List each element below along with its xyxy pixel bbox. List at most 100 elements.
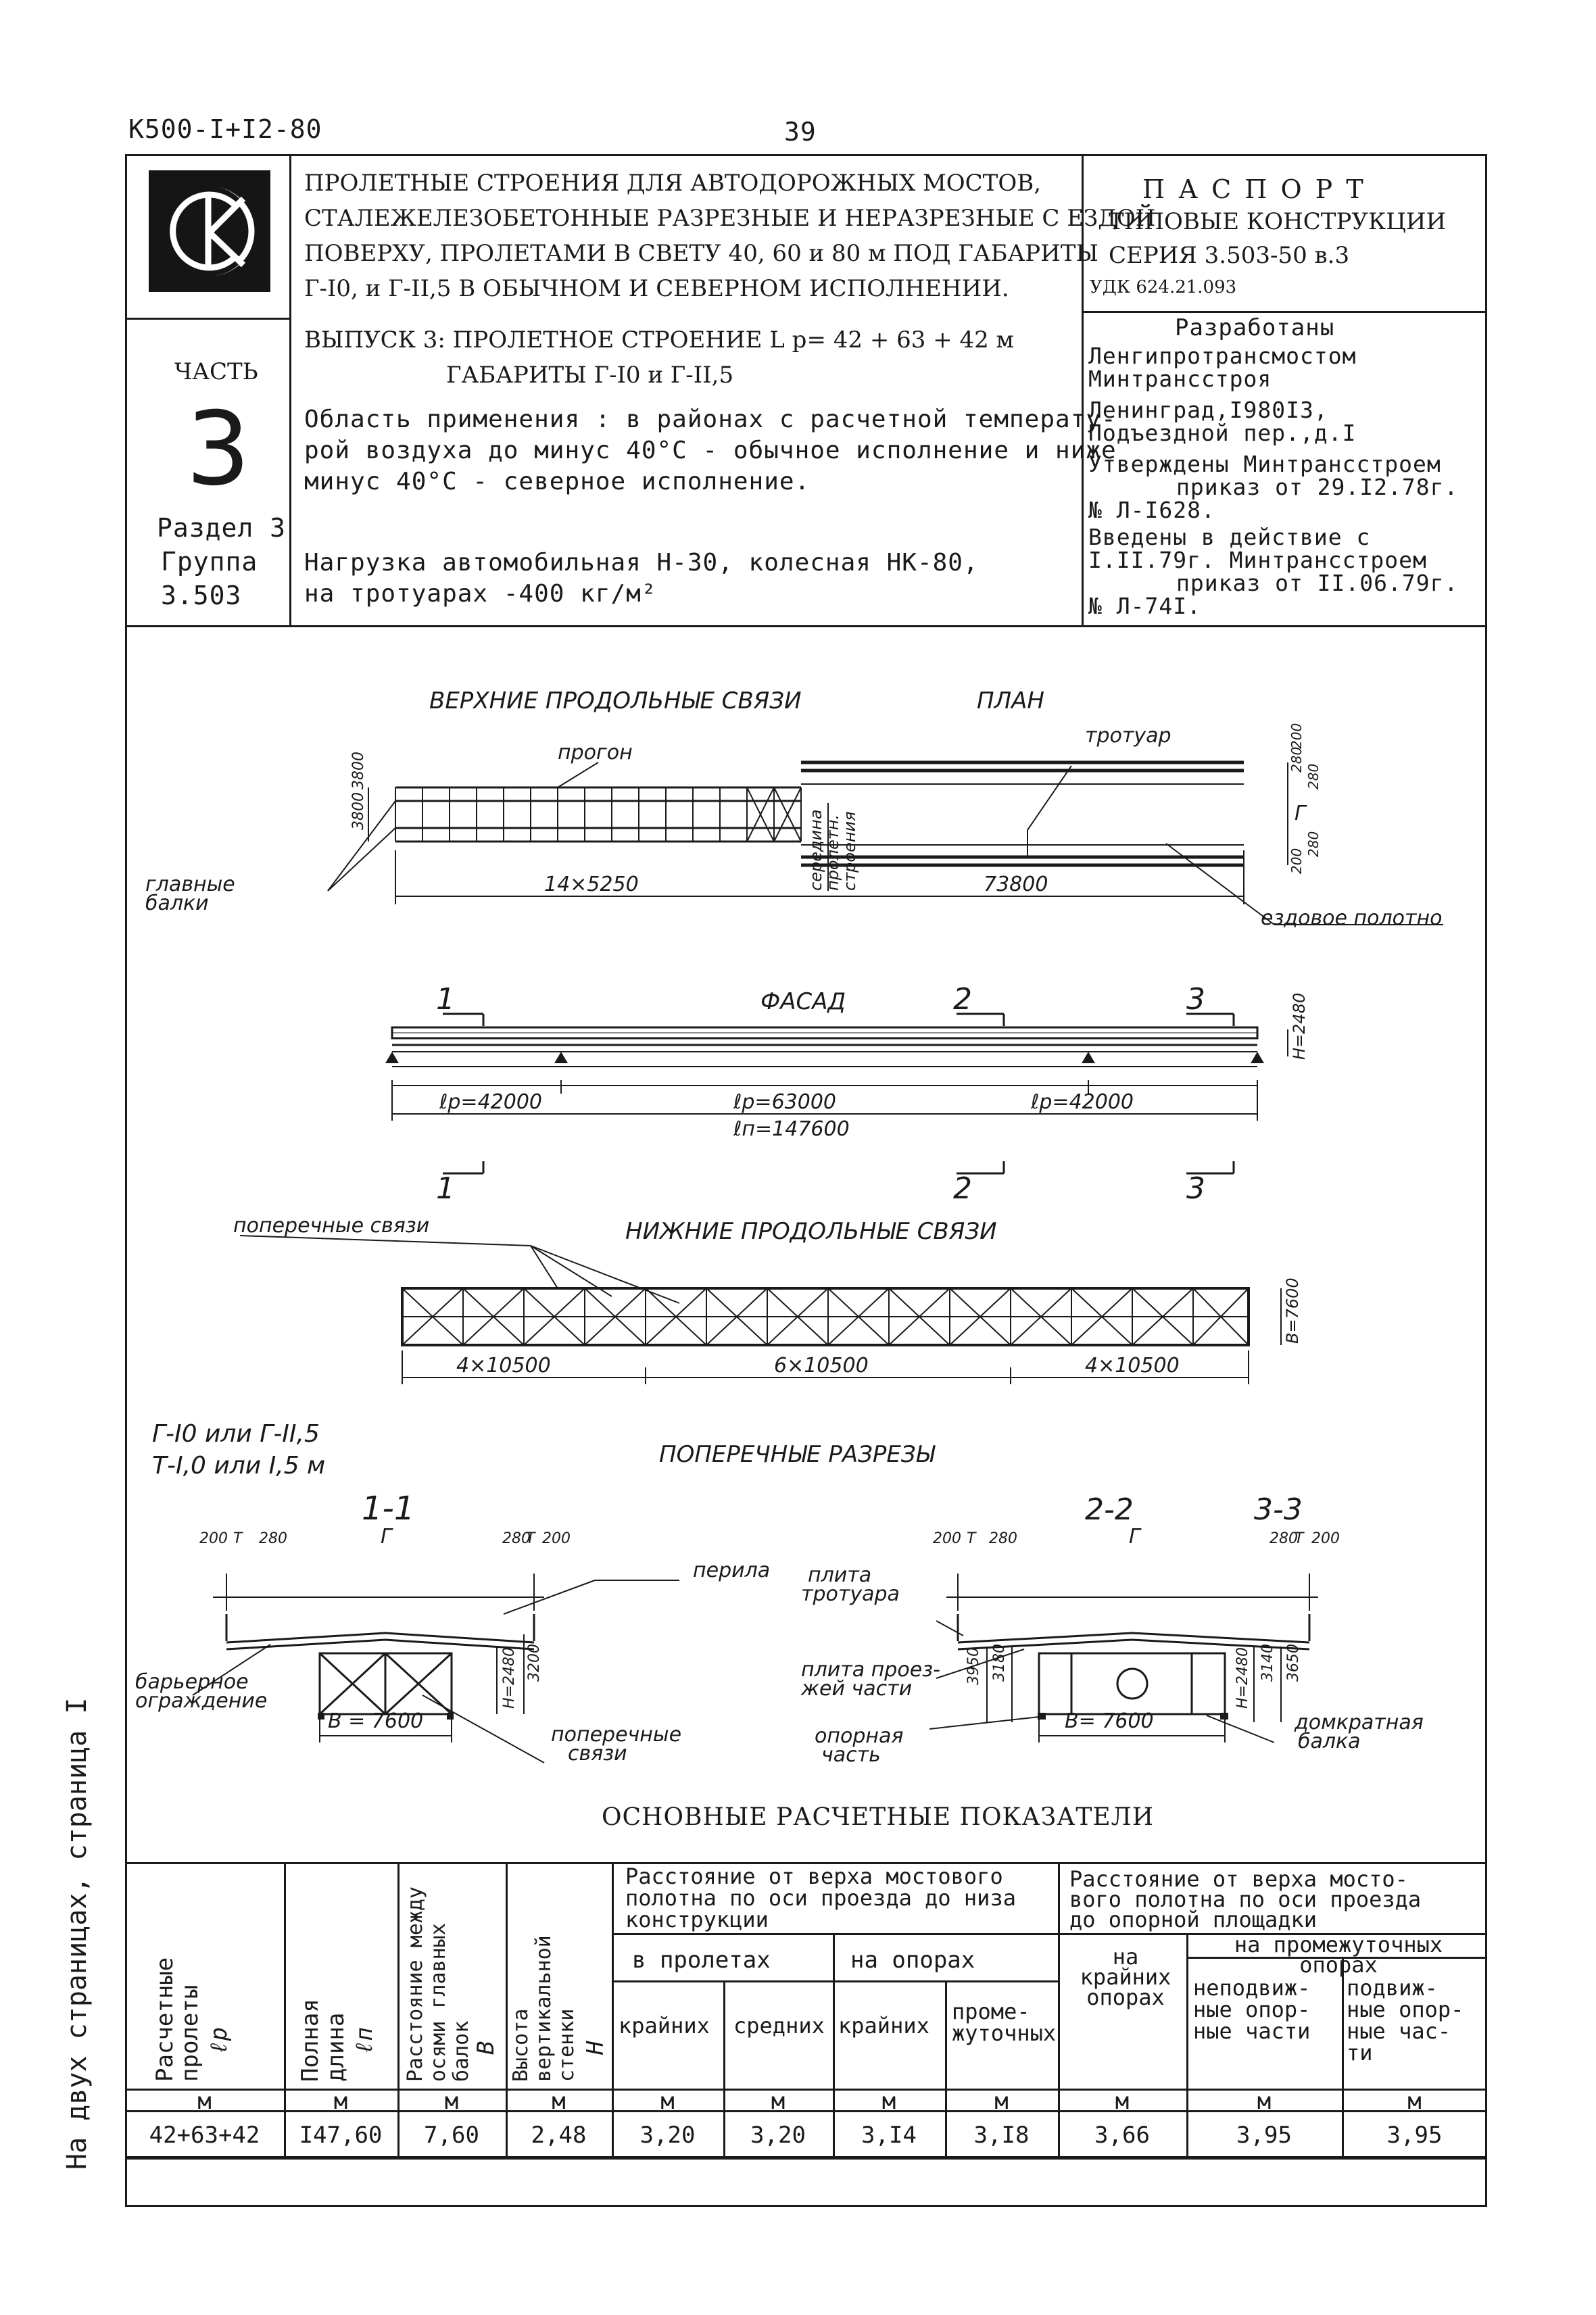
right-dim-t: Т [967,1530,977,1547]
main-beams-label-1: главные [145,873,235,896]
plita-proezjei-2: жей части [800,1677,912,1701]
b-right: В= 7600 [1065,1709,1154,1733]
progon-label: прогон [558,741,633,764]
col2-line1: Полная [297,1999,324,2082]
approved-line: приказ от 29.I2.78г. [1176,474,1459,500]
upper-ties-title: ВЕРХНИЕ ПРОДОЛЬНЫЕ СВЯЗИ [429,687,802,714]
unit-cell: м [444,2088,459,2115]
dim-g: Г [1295,802,1307,825]
dim-3800a: 3800 [350,792,367,830]
value-cell: 3,95 [1236,2122,1292,2149]
passport-series: СЕРИЯ 3.503-50 в.3 [1109,242,1350,269]
load-text: Нагрузка автомобильная Н-30, колесная НК… [304,547,979,610]
plita-proezjei-1: плита проез- [801,1658,940,1682]
sub-extreme-supports: на крайних опорах [1071,1944,1180,2008]
col1-line2: пролеты [176,1984,203,2082]
left-dim-g: Г [381,1525,393,1549]
opornaya-2: часть [821,1743,881,1767]
lower-dim-3: 4×10500 [1085,1354,1180,1378]
span-right-dim: 73800 [984,873,1048,896]
value-cell: 3,I4 [861,2122,917,2149]
unit-cell: м [197,2088,212,2115]
leaf-middle: средних [733,2013,825,2039]
group-a-line: полотна по оси проезда до низа [625,1885,1016,1911]
unit-cell: м [552,2088,566,2115]
col3-symbol: В [473,2041,500,2055]
roadway-label: ездовое полотно [1261,906,1442,930]
passport-title: П А С П О Р Т [1142,174,1366,204]
sub-interm-line: опорах [1299,1952,1378,1978]
section-label: Раздел 3 [157,513,287,543]
h-right-3950: 3950 [965,1647,982,1685]
dim-280b: 280 [1305,764,1322,789]
leaf-interm-line: жуточных [952,2020,1057,2046]
section-1-top: 1 [436,982,455,1017]
section-3-top: 3 [1186,982,1205,1017]
left-dim-t: Т [233,1530,243,1547]
right-dim-280b: 280 [1269,1530,1298,1547]
h-left-2480: Н=2480 [501,1647,518,1709]
approved-line: № Л-I628. [1088,497,1215,523]
lower-dim-1: 4×10500 [456,1354,551,1378]
unit-cell: м [771,2088,785,2115]
b-left: В = 7600 [328,1709,423,1733]
col2-symbol: ℓп [351,2027,378,2055]
dim-200a: 200 [1288,848,1305,874]
trotuar-label: тротуар [1085,724,1171,748]
left-dim-t2: Т [526,1530,536,1547]
passport-subtitle: ТИПОВЫЕ КОНСТРУКЦИИ [1109,208,1447,235]
approved-line: Утверждены Минтрансстроем [1088,451,1441,477]
h-right-3140: 3140 [1259,1644,1276,1682]
effective-line: Введены в действие с [1088,524,1371,550]
right-dim-280: 280 [989,1530,1017,1547]
leaf-fixed-line: ные опор- [1193,1997,1311,2022]
logo [149,170,270,292]
load-line: на тротуарах -400 кг/м² [304,580,657,608]
main-beams-label-2: балки [145,892,209,915]
group-b-line: вого полотна по оси проезда [1069,1886,1422,1912]
plita-trotuara-1: плита [808,1563,871,1587]
sub-extreme-line: на [1112,1944,1139,1970]
part-label: ЧАСТЬ [174,358,258,385]
value-cell: 3,20 [639,2122,696,2149]
unit-cell: м [660,2088,675,2115]
developer-line: Ленгипротрансмостом [1088,343,1357,369]
side-note: На двух страницах, страница I [62,1697,93,2170]
title-line: ПРОЛЕТНЫЕ СТРОЕНИЯ ДЛЯ АВТОДОРОЖНЫХ МОСТ… [304,170,1042,197]
left-dim-280: 280 [259,1530,287,1547]
leaf-mobile-line: ти [1347,2040,1373,2066]
poperechnye-2: связи [568,1742,627,1765]
title-line: Г-I0, и Г-II,5 В ОБЫЧНОМ И СЕВЕРНОМ ИСПО… [304,275,1009,302]
section-3-bottom: 3 [1186,1171,1205,1206]
issue-line-1: ВЫПУСК 3: ПРОЛЕТНОЕ СТРОЕНИЕ L р= 42 + 6… [304,326,1014,354]
right-dim-200b: 200 [1311,1530,1340,1547]
h-right-2480: Н=2480 [1234,1647,1251,1709]
group-value: 3.503 [161,581,242,610]
group-b-header: Расстояние от верха мосто- вого полотна … [1069,1868,1422,1930]
value-cell: I47,60 [299,2122,383,2149]
unit-cell: м [994,2088,1009,2115]
section-33: 3-3 [1254,1492,1303,1527]
unit-cell: м [1257,2088,1272,2115]
lp-1: ℓр=42000 [439,1090,542,1114]
leaf-fixed: неподвиж- ные опор- ные части [1193,1977,1310,2042]
leaf-interm-line: проме- [952,1999,1030,2024]
leaf-interm: проме- жуточных [952,2001,1056,2044]
col3-line1: Расстояние между [404,1886,427,2082]
value-cell: 7,60 [424,2122,479,2149]
effective-line: приказ от II.06.79г. [1176,570,1459,596]
left-dim-200b: 200 [542,1530,571,1547]
left-dim-200: 200 [199,1530,228,1547]
developer: Ленгипротрансмостом Минтрансстроя [1088,345,1357,391]
issue-line-2: ГАБАРИТЫ Г-I0 и Г-II,5 [446,362,734,389]
lp-3: ℓр=42000 [1030,1090,1134,1114]
sub-spans: в пролетах [632,1947,771,1974]
developer-line: Минтрансстроя [1088,366,1272,392]
col1-line1: Расчетные [151,1957,178,2082]
page-number: 39 [784,117,817,147]
address-line: Подъездной пер.,д.I [1088,420,1357,446]
drawings-svg: ВЕРХНИЕ ПРОДОЛЬНЫЕ СВЯЗИ ПЛАН прогон тро… [135,687,1443,1767]
value-cell: 2,48 [531,2122,587,2149]
value-cell: 3,20 [750,2122,806,2149]
poperechnye-1: поперечные [551,1723,681,1747]
